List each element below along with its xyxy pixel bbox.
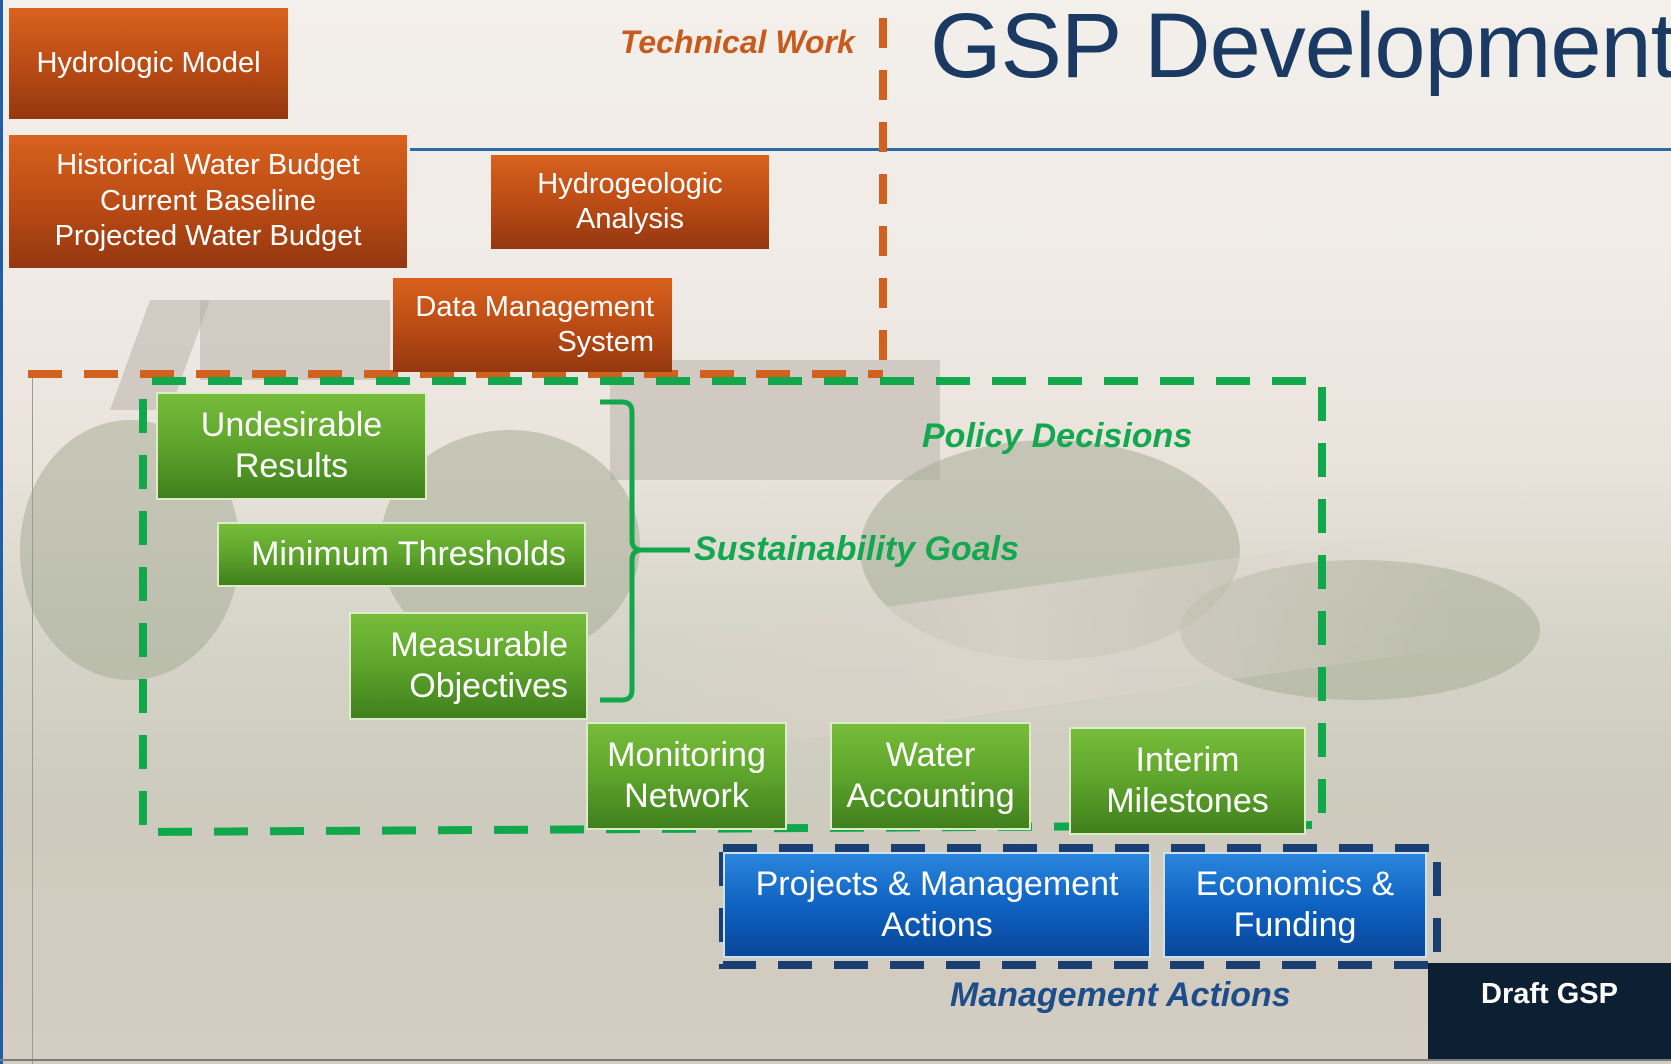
hydrologic-model-text: Hydrologic Model [36, 46, 261, 79]
data-management-line-1: Data Management [415, 290, 654, 323]
water-budget-line-3: Projected Water Budget [54, 220, 362, 253]
management-region-border [719, 844, 1441, 969]
monitoring-network-line-1: Monitoring [607, 735, 766, 774]
water-budget-line-1: Historical Water Budget [56, 149, 360, 182]
water-accounting-line-2: Accounting [846, 777, 1015, 815]
left-accent-bar [0, 0, 3, 1064]
measurable-objectives-line-2: Objectives [409, 667, 568, 705]
monitoring-network-line-2: Network [624, 777, 749, 815]
water-budget-line-2: Current Baseline [100, 184, 316, 217]
management-actions-label: Management Actions [950, 976, 1291, 1014]
interim-milestones-line-1: Interim [1135, 740, 1240, 779]
policy-region-border [139, 377, 1326, 837]
draft-gsp-label: Draft GSP [1428, 963, 1671, 1059]
monitoring-network-box: Monitoring Network [586, 722, 787, 830]
sustainability-goals-label: Sustainability Goals [694, 530, 1019, 568]
hydrogeologic-analysis-box: Hydrogeologic Analysis [491, 155, 769, 249]
hydrogeologic-line-2: Analysis [576, 203, 684, 235]
interim-milestones-line-2: Milestones [1106, 782, 1269, 820]
undesirable-results-line-2: Results [234, 447, 349, 485]
interim-milestones-box: Interim Milestones [1069, 727, 1306, 835]
policy-decisions-label: Policy Decisions [922, 417, 1193, 455]
data-management-system-box: Data Management System [393, 278, 672, 372]
economics-funding-line-2: Funding [1233, 906, 1357, 944]
undesirable-results-box: Undesirable Results [156, 392, 427, 500]
technical-work-label: Technical Work [620, 24, 855, 60]
sustainability-bracket [600, 399, 690, 703]
measurable-objectives-box: Measurable Objectives [349, 612, 588, 720]
projects-management-actions-box: Projects & Management Actions [723, 852, 1151, 958]
hydrologic-model-box: Hydrologic Model [9, 8, 288, 119]
data-management-line-2: System [557, 326, 654, 358]
title-underline [410, 148, 1671, 151]
page-title: GSP Development [930, 0, 1671, 97]
economics-funding-box: Economics & Funding [1163, 852, 1427, 958]
water-budget-box: Historical Water Budget Current Baseline… [9, 135, 407, 268]
undesirable-results-line-1: Undesirable [200, 405, 383, 444]
minimum-thresholds-text: Minimum Thresholds [251, 534, 566, 573]
water-accounting-box: Water Accounting [830, 722, 1031, 830]
projects-actions-line-1: Projects & Management [755, 864, 1119, 903]
projects-actions-line-2: Actions [881, 906, 993, 944]
bottom-border [0, 1059, 1671, 1061]
hydrogeologic-line-1: Hydrogeologic [537, 167, 723, 200]
water-accounting-line-1: Water [885, 735, 976, 774]
measurable-objectives-line-1: Measurable [390, 625, 568, 664]
left-divider [32, 370, 33, 1064]
minimum-thresholds-box: Minimum Thresholds [217, 522, 586, 587]
economics-funding-line-1: Economics & [1195, 864, 1395, 903]
